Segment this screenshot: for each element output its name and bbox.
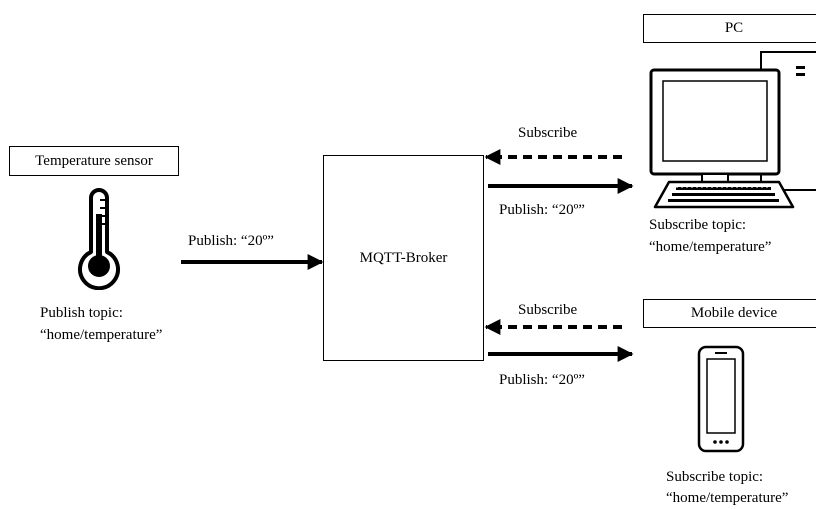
mobile-topic-line1: Subscribe topic: (666, 469, 764, 485)
pc-label-box: PC (643, 14, 816, 43)
pc-label: PC (724, 20, 744, 36)
mqtt-broker-label: MQTT-Broker (359, 249, 448, 266)
sensor-topic-line1: Publish topic: (40, 305, 123, 321)
sensor-topic-line2: “home/temperature” (40, 327, 163, 343)
thermometer-icon (78, 188, 120, 290)
pc-topic-line2: “home/temperature” (649, 239, 772, 255)
sensor-label-box: Temperature sensor (9, 146, 179, 176)
sensor-publish-label: Publish: “20º” (188, 233, 274, 249)
pc-publish-label: Publish: “20º” (499, 202, 585, 218)
mobile-device-label-box: Mobile device (643, 299, 816, 328)
mobile-subscribe-label: Subscribe (518, 302, 578, 318)
pc-topic-line1: Subscribe topic: (649, 217, 747, 233)
mobile-device-label: Mobile device (690, 305, 778, 321)
smartphone-icon (697, 345, 745, 453)
mobile-topic-line2: “home/temperature” (666, 490, 789, 506)
mobile-publish-label: Publish: “20º” (499, 372, 585, 388)
sensor-label: Temperature sensor (35, 152, 153, 169)
mqtt-broker-box: MQTT-Broker (323, 155, 484, 361)
desktop-computer-icon (649, 51, 816, 209)
pc-subscribe-label: Subscribe (518, 125, 578, 141)
